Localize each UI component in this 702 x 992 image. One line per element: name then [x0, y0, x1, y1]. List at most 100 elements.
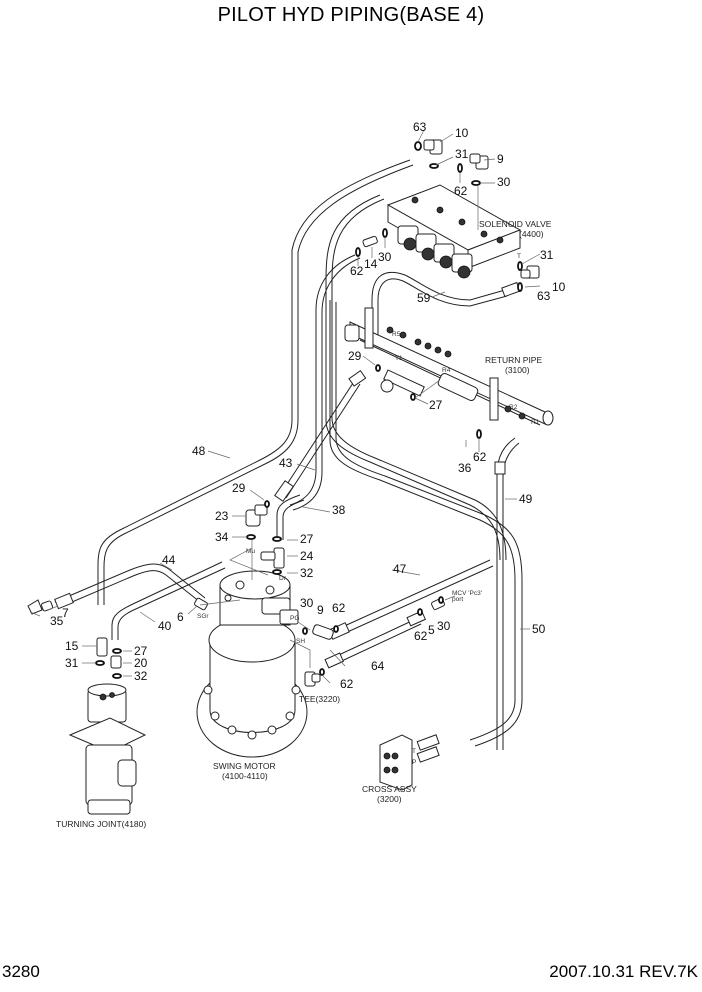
callout: 43 — [279, 456, 293, 470]
port-label: T — [517, 253, 521, 260]
callout: 6 — [177, 610, 184, 624]
turning-joint-name: TURNING JOINT(4180) — [56, 819, 146, 829]
callout: 5 — [428, 623, 435, 637]
revision-date: 2007.10.31 REV.7K — [549, 962, 698, 981]
mcv-port-label-2: port — [452, 596, 463, 603]
elbow-23 — [245, 504, 268, 527]
callout: 47 — [393, 562, 407, 576]
callout: 31 — [540, 248, 554, 262]
mcv-port-label-1: MCV 'Pc3' — [452, 590, 482, 597]
port-label: R4 — [442, 367, 451, 374]
solenoid-coils — [397, 225, 473, 279]
callout: 27 — [134, 644, 148, 658]
tee-24 — [260, 547, 285, 569]
pipe-bundle-left — [97, 159, 523, 747]
hose-38 — [276, 494, 305, 540]
callout: 10 — [455, 126, 469, 140]
callout: 59 — [417, 291, 431, 305]
callout: 35 — [50, 614, 64, 628]
hose-49 — [494, 437, 520, 750]
o-rings — [95, 141, 523, 679]
swing-motor-code: (4100-4110) — [222, 771, 268, 781]
return-pipe-name: RETURN PIPE — [485, 355, 542, 365]
solenoid-valve: T — [386, 184, 522, 279]
callout: 62 — [473, 450, 487, 464]
callout: 27 — [300, 532, 314, 546]
tee-3220 — [304, 671, 321, 687]
callout: 9 — [317, 603, 324, 617]
callout: 9 — [497, 152, 504, 166]
callout: 7 — [62, 606, 69, 620]
hose-40 — [111, 561, 226, 640]
port-label-sgr: SGr — [197, 613, 209, 620]
callout-numbers: 63 10 31 9 62 30 62 14 30 31 10 63 59 29… — [50, 120, 566, 691]
port-label-dr: Dr — [279, 575, 287, 582]
callout: 62 — [414, 629, 428, 643]
callout: 62 — [332, 601, 346, 615]
fitting-35 — [27, 599, 43, 615]
fitting-7 — [40, 600, 54, 612]
callout: 36 — [458, 461, 472, 475]
callout: 63 — [413, 120, 427, 134]
swing-motor-name: SWING MOTOR — [213, 761, 276, 771]
callout: 32 — [134, 669, 148, 683]
return-pipe-code: (3100) — [505, 365, 530, 375]
callout: 27 — [429, 398, 443, 412]
hose-59 — [371, 271, 521, 335]
hose-44 — [54, 563, 206, 610]
port-label: T1 — [395, 355, 403, 362]
fitting-20 — [110, 655, 122, 669]
callout: 48 — [192, 444, 206, 458]
tee-name: TEE(3220) — [299, 694, 340, 704]
callout: 30 — [437, 619, 451, 633]
port-label-mu: Mu — [246, 548, 255, 555]
callout: 44 — [162, 553, 176, 567]
hose-47 — [328, 559, 494, 640]
swing-motor — [196, 570, 308, 758]
motor-bolts — [203, 580, 301, 740]
port-label: R2 — [509, 404, 518, 411]
fitting-6 — [194, 597, 208, 611]
callout: 62 — [340, 677, 354, 691]
page-title: PILOT HYD PIPING(BASE 4) — [217, 4, 485, 26]
callout: 63 — [537, 289, 551, 303]
fitting-14 — [362, 235, 378, 248]
callout: 31 — [455, 147, 469, 161]
callout: 15 — [65, 639, 79, 653]
port-label: R1 — [531, 419, 540, 426]
solenoid-valve-name: SOLENOID VALVE — [479, 219, 552, 229]
callout: 23 — [215, 509, 229, 523]
callout: 32 — [300, 566, 314, 580]
cross-assy: T P — [379, 734, 440, 791]
port-label: T — [412, 748, 416, 755]
hose-43 — [274, 370, 367, 502]
callout: 31 — [65, 656, 79, 670]
port-label-sh: SH — [296, 638, 305, 645]
callout: 10 — [552, 280, 566, 294]
port-label-pg: PG — [290, 615, 299, 622]
page-number: 3280 — [2, 962, 40, 981]
callout: 50 — [532, 622, 546, 636]
callout: 14 — [364, 257, 378, 271]
elbow-9-bottom — [312, 624, 334, 640]
callout: 29 — [232, 481, 246, 495]
fitting-10-right — [520, 265, 540, 279]
callout: 30 — [497, 175, 511, 189]
callout: 20 — [134, 656, 148, 670]
callout: 30 — [378, 250, 392, 264]
callout: 24 — [300, 549, 314, 563]
turning-joint — [68, 683, 147, 815]
callout: 64 — [371, 659, 385, 673]
callout: 49 — [519, 492, 533, 506]
callout: 62 — [454, 184, 468, 198]
cross-assy-name: CROSS ASSY — [362, 784, 417, 794]
return-pipe-ports — [386, 326, 526, 420]
callout: 62 — [350, 264, 364, 278]
callout: 40 — [158, 619, 172, 633]
callout: 38 — [332, 503, 346, 517]
callout: 29 — [348, 349, 362, 363]
fitting-15 — [96, 637, 108, 657]
callout: 30 — [300, 596, 314, 610]
return-pipe: T1 R4 R2 R1 R5 — [344, 307, 554, 426]
